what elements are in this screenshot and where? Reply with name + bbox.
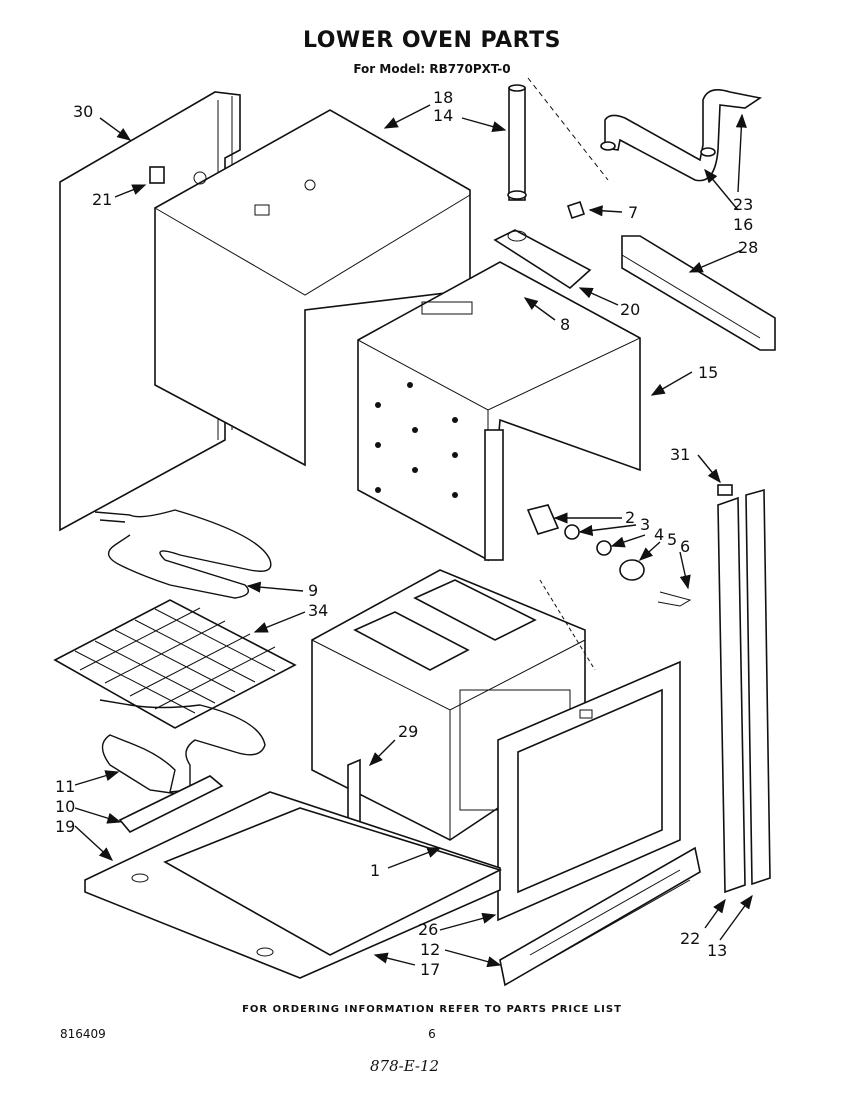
- vent-tube-drawing: [507, 77, 609, 201]
- callout-8: 8: [560, 315, 570, 334]
- callout-16: 16: [733, 215, 753, 234]
- callout-26: 26: [418, 920, 438, 939]
- bake-element-drawing: [94, 509, 272, 599]
- callout-13: 13: [707, 941, 727, 960]
- callout-6: 6: [680, 537, 690, 556]
- oven-rack-drawing: [53, 599, 297, 729]
- callout-14: 14: [433, 106, 453, 125]
- callout-21: 21: [92, 190, 112, 209]
- callout-19: 19: [55, 817, 75, 836]
- handwritten-note: 878-E-12: [370, 1057, 440, 1075]
- oven-wrapper-drawing: [154, 109, 471, 467]
- callout-31: 31: [670, 445, 690, 464]
- callout-22: 22: [680, 929, 700, 948]
- door-frame-drawing: [497, 660, 681, 922]
- callout-5: 5: [667, 530, 677, 549]
- clip-drawing: [566, 200, 586, 220]
- oven-liner-drawing: [357, 261, 641, 562]
- callout-3: 3: [640, 515, 650, 534]
- callout-30: 30: [73, 102, 93, 121]
- callout-23: 23: [733, 195, 753, 214]
- callout-7: 7: [628, 203, 638, 222]
- callout-20: 20: [620, 300, 640, 319]
- callout-17: 17: [420, 960, 440, 979]
- callout-11: 11: [55, 777, 75, 796]
- leader-lines: [74, 104, 753, 968]
- vent-duct-drawing: [600, 89, 763, 182]
- callout-2: 2: [625, 508, 635, 527]
- callout-4: 4: [654, 525, 664, 544]
- callout-18: 18: [433, 88, 453, 107]
- callout-9: 9: [308, 581, 318, 600]
- document-number: 816409: [60, 1027, 106, 1041]
- page-title: LOWER OVEN PARTS: [302, 28, 561, 53]
- ordering-note: FOR ORDERING INFORMATION REFER TO PARTS …: [242, 1004, 622, 1015]
- callout-29: 29: [398, 722, 418, 741]
- bottom-panel-drawing: [84, 791, 503, 979]
- page-number: 6: [428, 1027, 436, 1041]
- callout-15: 15: [698, 363, 718, 382]
- rear-bracket-drawing: [621, 235, 776, 351]
- kick-panel-drawing: [499, 846, 701, 987]
- callout-10: 10: [55, 797, 75, 816]
- model-subtitle: For Model: RB770PXT-0: [353, 62, 511, 76]
- broil-element-drawing: [99, 699, 266, 833]
- light-assembly-drawing: [526, 504, 692, 607]
- callout-28: 28: [738, 238, 758, 257]
- callout-labels: 30 21 18 14 7 23 16 28 20 8 15 31 2 3 4 …: [55, 88, 758, 979]
- side-trim-drawing: [717, 484, 771, 894]
- callout-1: 1: [370, 861, 380, 880]
- callout-12: 12: [420, 940, 440, 959]
- callout-34: 34: [308, 601, 328, 620]
